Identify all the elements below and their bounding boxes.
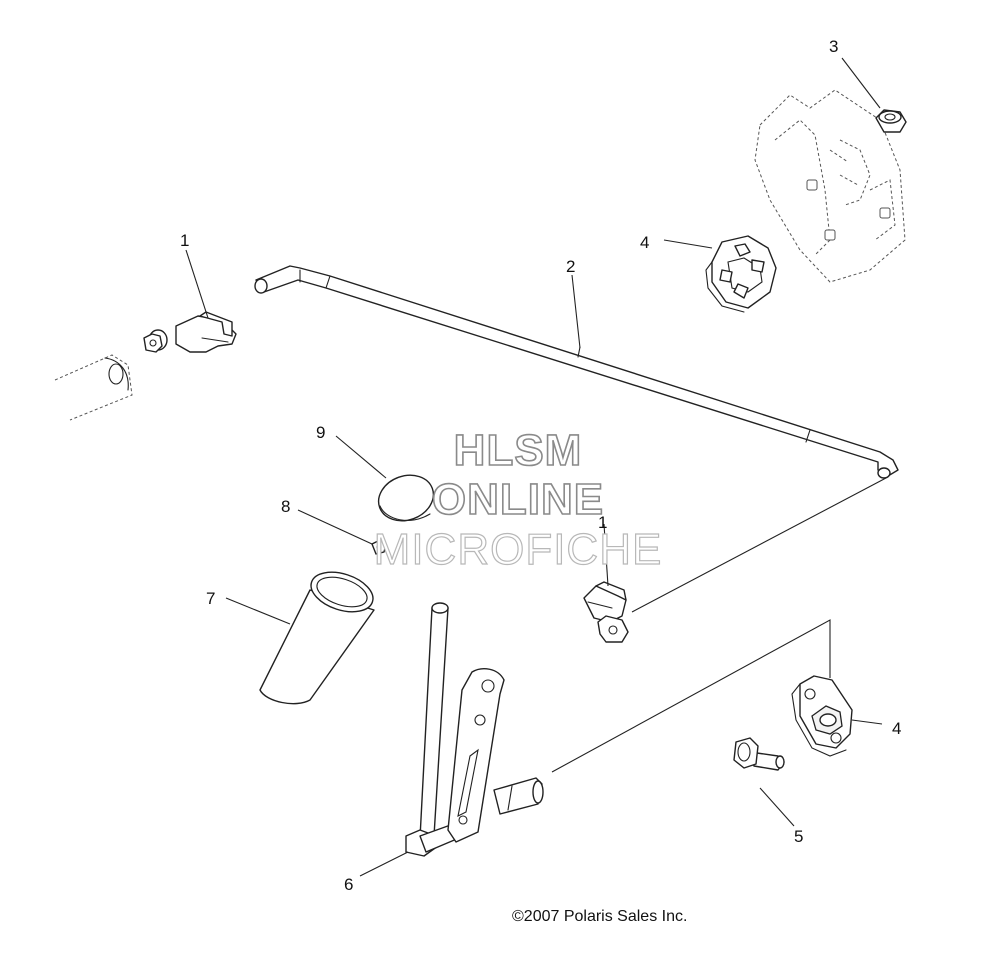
- frame-bracket-ghost: [754, 89, 906, 283]
- leader-lines: [185, 57, 887, 877]
- part-6-pedal-lever: [405, 602, 544, 857]
- callout-2: 2: [566, 257, 575, 276]
- callout-6: 6: [344, 875, 353, 894]
- watermark: HLSM ONLINE MICROFICHE: [373, 425, 663, 574]
- watermark-line1: HLSM: [454, 426, 583, 475]
- copyright-notice: ©2007 Polaris Sales Inc.: [512, 908, 687, 925]
- callout-9: 9: [316, 423, 325, 442]
- part-2-sway-bar: [254, 265, 899, 479]
- part-5-bolt: [733, 737, 785, 771]
- part-1-end-link-center: [583, 581, 629, 643]
- part-9-cap: [377, 474, 435, 522]
- callout-8: 8: [281, 497, 290, 516]
- watermark-line2: ONLINE: [432, 475, 604, 524]
- callout-4b: 4: [892, 719, 901, 738]
- watermark-line3: MICROFICHE: [374, 525, 663, 574]
- part-8-screw: [371, 539, 387, 555]
- callout-3: 3: [829, 37, 838, 56]
- callout-7: 7: [206, 589, 215, 608]
- callout-1b: 1: [598, 513, 607, 532]
- callout-5: 5: [794, 827, 803, 846]
- callout-4a: 4: [640, 233, 649, 252]
- part-4-bushing-upper: [705, 235, 777, 313]
- part-1-end-link-left: [143, 311, 237, 353]
- part-7-sleeve: [259, 571, 375, 705]
- callout-labels: 1 2 3 4 9 8 1 7 4 5 6: [180, 37, 901, 894]
- frame-tube-ghost: [54, 354, 133, 421]
- part-3-nut: [875, 109, 907, 133]
- callout-1a: 1: [180, 231, 189, 250]
- part-4-bushing-lower: [791, 675, 853, 757]
